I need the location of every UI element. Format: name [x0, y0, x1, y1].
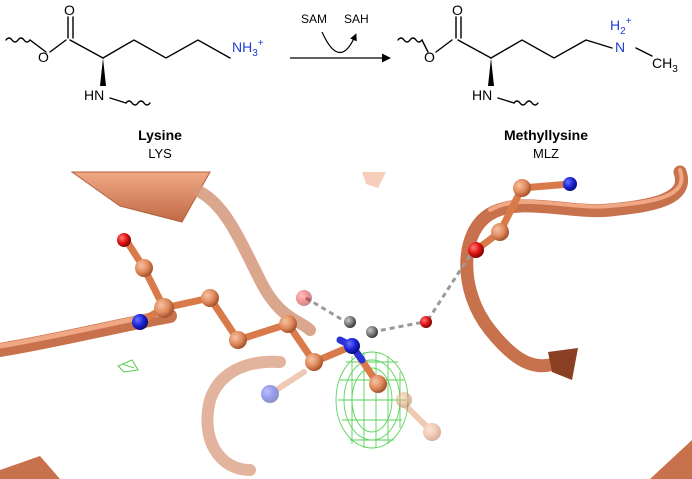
ribbon-loop-bottom [201, 355, 286, 476]
mlz-side-chain [490, 39, 613, 59]
ribbon-sheet-bottom-right [650, 440, 692, 479]
cofactor-sam-label: SAM [301, 12, 327, 26]
atom-carbon [154, 298, 174, 318]
ribbon-fragment-top [362, 172, 386, 188]
hydrogen-bonds [305, 251, 474, 334]
ribbon-loop-center [194, 186, 316, 336]
mlz-name-label: Methyllysine [504, 127, 588, 143]
mlz-ammonium-h2: H2+ [610, 16, 632, 37]
atom-methyl-carbon [369, 375, 387, 393]
mlz-wedge-bond [488, 58, 494, 86]
mlz-wavy-bond-left [397, 37, 429, 53]
density-mesh-small [117, 359, 139, 373]
lys-name-label: Lysine [138, 127, 182, 143]
ribbon-loop-right-highlight [488, 168, 684, 212]
lys-wavy-bond-left [5, 37, 47, 53]
protein-structure-render [0, 165, 692, 479]
lys-wavy-bond-right [125, 100, 151, 106]
mlz-carbonyl-o: O [452, 2, 463, 18]
atom-balls [117, 177, 577, 393]
atom-hydrogen [344, 316, 356, 328]
atom-carbon [305, 353, 323, 371]
mlz-code-label: MLZ [533, 146, 559, 161]
atom-carbon [279, 315, 297, 333]
mlz-alpha-bond [457, 39, 492, 59]
mlz-ester-o: O [424, 49, 435, 65]
atom-carbon [135, 259, 153, 277]
atom-oxygen [117, 233, 131, 247]
cofactor-sah-label: SAH [344, 12, 369, 26]
lys-carbonyl-o: O [64, 2, 75, 18]
lys-alpha-bond [69, 39, 104, 59]
atom-water-oxygen [420, 316, 432, 328]
cofactor-curve-arrow [321, 31, 357, 53]
mlz-ammonium-n: N [615, 39, 625, 55]
reaction-arrow: SAM SAH [290, 12, 391, 63]
hbond-left [305, 296, 347, 324]
atom-hydrogen [366, 326, 378, 338]
mlz-carbonyl-bond [455, 16, 462, 39]
lys-wedge-bond [100, 58, 106, 86]
ribbon-loop-right [460, 165, 688, 373]
mlz-backbone-hn: HN [472, 87, 492, 103]
mlz-methyl-bond [635, 47, 653, 57]
lys-side-chain [102, 39, 231, 59]
mlz-methyl-group: CH3 [652, 55, 678, 75]
lys-carbonyl-bond [67, 16, 74, 39]
background-residue-sticks [261, 290, 441, 441]
ribbon-end-right [548, 348, 578, 380]
mlz-ester-bond [435, 39, 453, 53]
lys-ammonium: NH3+ [232, 38, 264, 59]
atom-nitrogen [132, 314, 148, 330]
ribbon-sheet-bottom-left [0, 456, 60, 479]
hbond-right [426, 251, 474, 321]
methyllysine-structure: O O HN H2+ N CH3 Methyllysine MLZ [397, 2, 678, 161]
atom-oxygen [468, 242, 484, 258]
atom-carbon [513, 179, 531, 197]
lys-ester-o: O [38, 49, 49, 65]
lys-code-label: LYS [148, 146, 172, 161]
ribbon-loop-left [0, 309, 177, 357]
atom-carbon [201, 289, 219, 307]
lysine-structure: O O HN NH3+ Lysine LYS [5, 2, 264, 161]
mlz-nh-bond [497, 97, 515, 104]
lys-backbone-hn: HN [84, 87, 104, 103]
atom-nitrogen-ne [344, 338, 360, 354]
atom-carbon [491, 223, 509, 241]
ribbon-sheet-top-left [70, 171, 211, 223]
lys-ester-bond [49, 39, 67, 53]
atom-carbon [229, 331, 247, 349]
mlz-wavy-bond-right [513, 100, 539, 106]
lys-nh-bond [109, 97, 127, 104]
hbond-water [371, 320, 425, 334]
atom-nitrogen [563, 177, 577, 191]
